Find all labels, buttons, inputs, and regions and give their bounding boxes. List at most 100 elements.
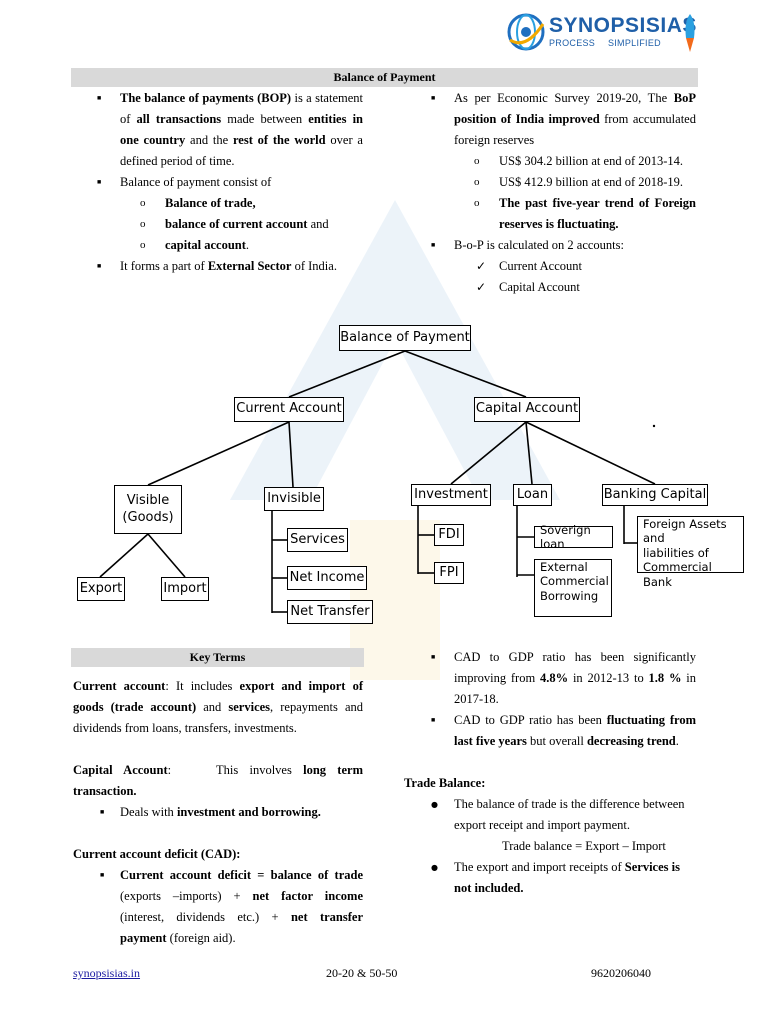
bop-banner: Balance of Payment	[71, 68, 698, 87]
cad-gdp-improving: CAD to GDP ratio has been significantly …	[404, 647, 696, 710]
bop-consist: Balance of payment consist of	[70, 172, 363, 193]
bop-left-column: The balance of payments (BOP) is a state…	[70, 88, 363, 277]
logo-tagline-right: SIMPLIFIED	[607, 38, 661, 48]
node-services: Services	[287, 528, 348, 552]
capital-account-bullet: Deals with investment and borrowing.	[73, 802, 363, 823]
node-export: Export	[77, 577, 125, 601]
text-fragment: Current account deficit = balance of tra…	[120, 868, 363, 882]
footer-phone: 9620206040	[591, 966, 651, 980]
text-fragment: is a statement of	[120, 91, 363, 126]
text-fragment: : It includes	[165, 679, 240, 693]
node-capital-account: Capital Account	[474, 397, 580, 422]
trade-balance-definition: The balance of trade is the difference b…	[404, 794, 696, 836]
text-fragment: Commercial Bank	[643, 560, 712, 589]
website-link[interactable]: synopsisias.in	[73, 966, 141, 980]
key-terms-column: Current account: It includes export and …	[73, 676, 363, 949]
text-fragment: decreasing trend	[586, 734, 676, 748]
node-soverign-loan: Soverign loan	[534, 523, 613, 551]
text-fragment: all transactions	[136, 112, 222, 126]
cad-gdp-fluctuating: CAD to GDP ratio has been fluctuating fr…	[404, 710, 696, 752]
text-fragment: long term transaction.	[73, 763, 363, 798]
cad-formula: Current account deficit = balance of tra…	[73, 865, 363, 949]
globe-icon	[507, 13, 545, 51]
text-fragment: of India.	[291, 259, 337, 273]
text-fragment: Visible	[126, 493, 170, 509]
node-visible-goods: Visible (Goods)	[114, 485, 182, 534]
trade-balance-services: The export and import receipts of Servic…	[404, 857, 696, 899]
text-fragment: 1.8 %	[648, 671, 682, 685]
text-fragment: net factor income	[252, 889, 363, 903]
text-fragment: , repayments and dividends from loans, t…	[73, 700, 363, 735]
text-fragment: The export and import receipts of	[454, 860, 625, 874]
text-fragment: made between	[221, 112, 309, 126]
footer-link[interactable]: synopsisias.in	[73, 966, 140, 981]
node-net-transfer: Net Transfer	[287, 600, 373, 624]
node-import: Import	[161, 577, 209, 601]
check-capital-account: Capital Account	[404, 277, 696, 298]
economic-survey: As per Economic Survey 2019-20, The BoP …	[404, 88, 696, 151]
cad-trends-column: CAD to GDP ratio has been significantly …	[404, 647, 696, 899]
text-fragment: Deals with	[120, 805, 177, 819]
text-fragment: : This involves	[167, 763, 304, 777]
text-fragment: (foreign aid).	[166, 931, 236, 945]
text-fragment: 4.8%	[540, 671, 569, 685]
rocket-icon	[685, 14, 695, 52]
text-fragment: from accumulated foreign reserves	[454, 112, 696, 147]
node-loan: Loan	[513, 484, 552, 506]
reserve-2013: US$ 304.2 billion at end of 2013-14.	[404, 151, 696, 172]
node-fpi: FPI	[434, 562, 464, 584]
stray-dot	[652, 424, 656, 428]
text-fragment: and	[307, 217, 329, 231]
text-fragment: Current account	[73, 679, 166, 693]
text-fragment: but overall	[526, 734, 587, 748]
text-fragment: over a defined period of time.	[120, 133, 363, 168]
text-fragment: investment and borrowing.	[176, 805, 321, 819]
bop-definition: The balance of payments (BOP) is a state…	[70, 88, 363, 172]
text-fragment: Trade Balance:	[404, 776, 486, 790]
current-account-definition: Current account: It includes export and …	[73, 676, 363, 739]
text-fragment: liabilities of	[643, 545, 709, 560]
text-fragment: Commercial	[540, 574, 609, 589]
text-fragment: services	[228, 700, 271, 714]
text-fragment: As per Economic Survey 2019-20, The	[454, 91, 674, 105]
footer-center: 20-20 & 50-50	[326, 966, 398, 980]
text-fragment: export and import of goods (trade accoun…	[73, 679, 364, 714]
node-fdi: FDI	[434, 524, 464, 546]
text-fragment: (interest, dividends etc.) +	[120, 910, 291, 924]
bop-accounts: B-o-P is calculated on 2 accounts:	[404, 235, 696, 256]
text-fragment: It forms a part of	[120, 259, 208, 273]
text-fragment: in 2012-13 to	[568, 671, 649, 685]
text-fragment: Services is not included.	[454, 860, 680, 895]
capital-account-definition: Capital Account: This involves long term…	[73, 760, 363, 802]
text-fragment: net transfer payment	[120, 910, 363, 945]
text-fragment: rest of the world	[232, 133, 326, 147]
text-fragment: .	[675, 734, 679, 748]
text-fragment: and the	[185, 133, 233, 147]
node-investment: Investment	[411, 484, 491, 506]
text-fragment: (Goods)	[122, 509, 174, 525]
text-fragment: Capital Account	[73, 763, 168, 777]
text-fragment: Balance of trade,	[165, 196, 256, 210]
reserve-2018: US$ 412.9 billion at end of 2018-19.	[404, 172, 696, 193]
text-fragment: Borrowing	[540, 588, 599, 603]
node-net-income: Net Income	[287, 566, 367, 590]
text-fragment: and	[196, 700, 229, 714]
node-balance-of-payment: Balance of Payment	[339, 325, 471, 351]
node-invisible: Invisible	[264, 487, 324, 511]
text-fragment: External	[540, 560, 588, 574]
text-fragment: Current account deficit (CAD):	[73, 847, 241, 861]
text-fragment: Foreign Assets and	[643, 517, 727, 546]
text-fragment: .	[245, 238, 250, 252]
text-fragment: The past five-year trend of Foreign rese…	[499, 196, 696, 231]
logo-title: SYNOPSISIAS	[549, 14, 697, 37]
bop-consist-sub1: Balance of trade,	[70, 193, 363, 214]
node-banking-capital: Banking Capital	[602, 484, 708, 506]
text-fragment: fluctuating from last five years	[454, 713, 696, 748]
trade-balance-title: Trade Balance:	[404, 773, 696, 794]
bop-external-sector: It forms a part of External Sector of In…	[70, 256, 363, 277]
reserve-trend: The past five-year trend of Foreign rese…	[404, 193, 696, 235]
bop-consist-sub2: balance of current account and	[70, 214, 363, 235]
node-current-account: Current Account	[234, 397, 344, 422]
text-fragment: CAD to GDP ratio has been	[454, 713, 607, 727]
